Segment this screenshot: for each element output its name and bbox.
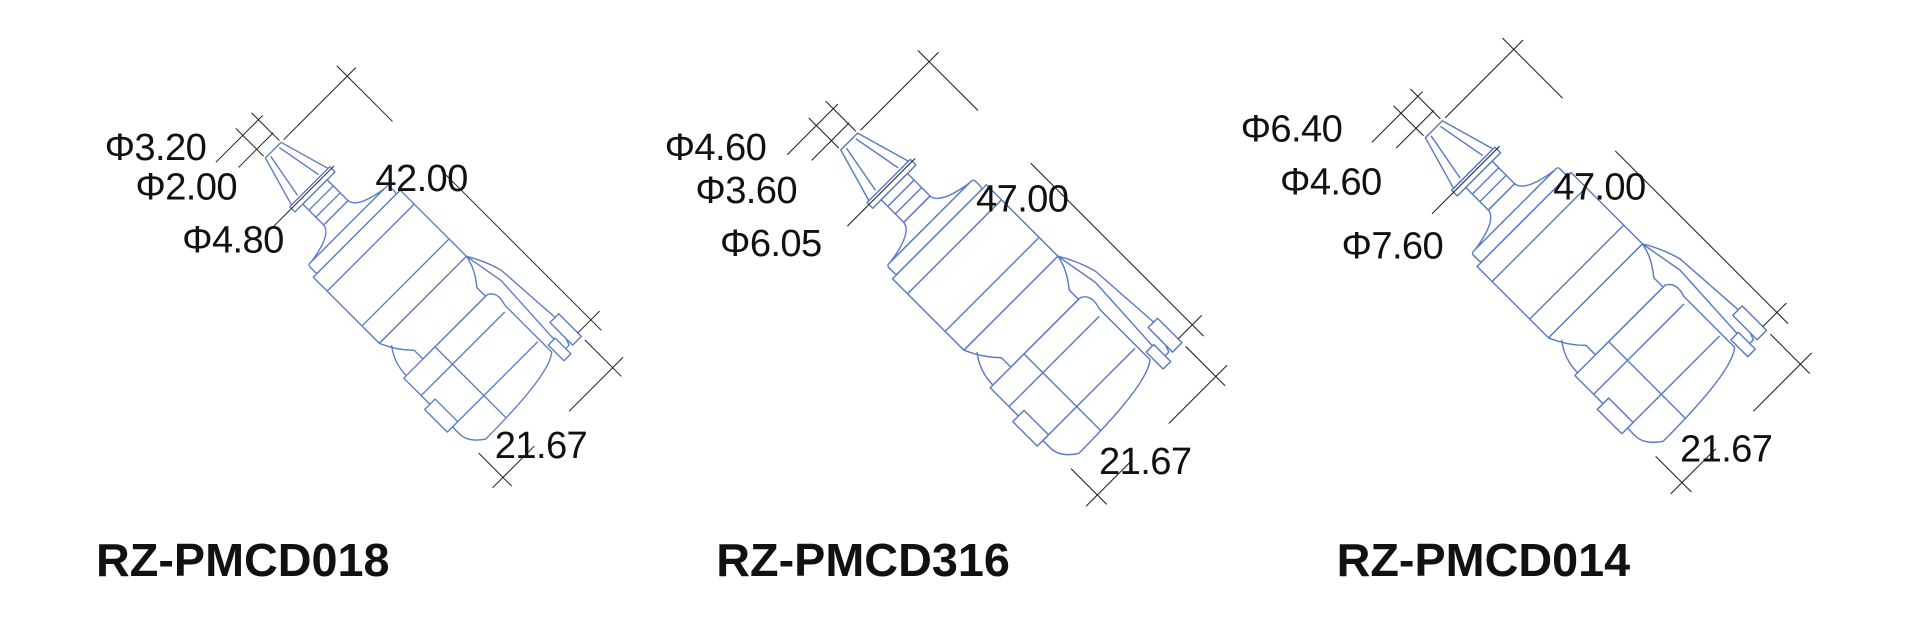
product-rz-pmcd014: Φ6.40 Φ4.60 Φ7.60 47.00 21.67 RZ-PMCD014: [1241, 7, 1835, 586]
dimension-inner-diameter: Φ3.60: [695, 169, 797, 212]
dimension-width: 21.67: [1680, 428, 1772, 471]
dimension-base-diameter: Φ7.60: [1342, 224, 1444, 267]
dimension-base-diameter: Φ4.80: [182, 218, 284, 261]
dimension-base-diameter: Φ6.05: [720, 222, 822, 265]
dimension-length: 42.00: [375, 157, 467, 200]
dimension-length: 47.00: [1553, 165, 1645, 208]
dimension-outer-diameter: Φ4.60: [665, 126, 767, 169]
dimension-outer-diameter: Φ3.20: [105, 126, 207, 169]
dimension-width: 21.67: [495, 424, 587, 467]
product-rz-pmcd018: Φ3.20 Φ2.00 Φ4.80 42.00 21.67 RZ-PMCD018: [96, 37, 644, 586]
model-name: RZ-PMCD014: [1337, 534, 1631, 586]
dimension-outer-diameter: Φ6.40: [1241, 108, 1343, 151]
dimension-width: 21.67: [1099, 440, 1191, 483]
model-name: RZ-PMCD316: [716, 534, 1010, 586]
product-rz-pmcd316: Φ4.60 Φ3.60 Φ6.05 47.00 21.67 RZ-PMCD316: [665, 19, 1250, 586]
dimension-inner-diameter: Φ4.60: [1280, 160, 1382, 203]
dimension-length: 47.00: [976, 178, 1068, 221]
dimension-inner-diameter: Φ2.00: [135, 165, 237, 208]
model-name: RZ-PMCD018: [96, 534, 390, 586]
